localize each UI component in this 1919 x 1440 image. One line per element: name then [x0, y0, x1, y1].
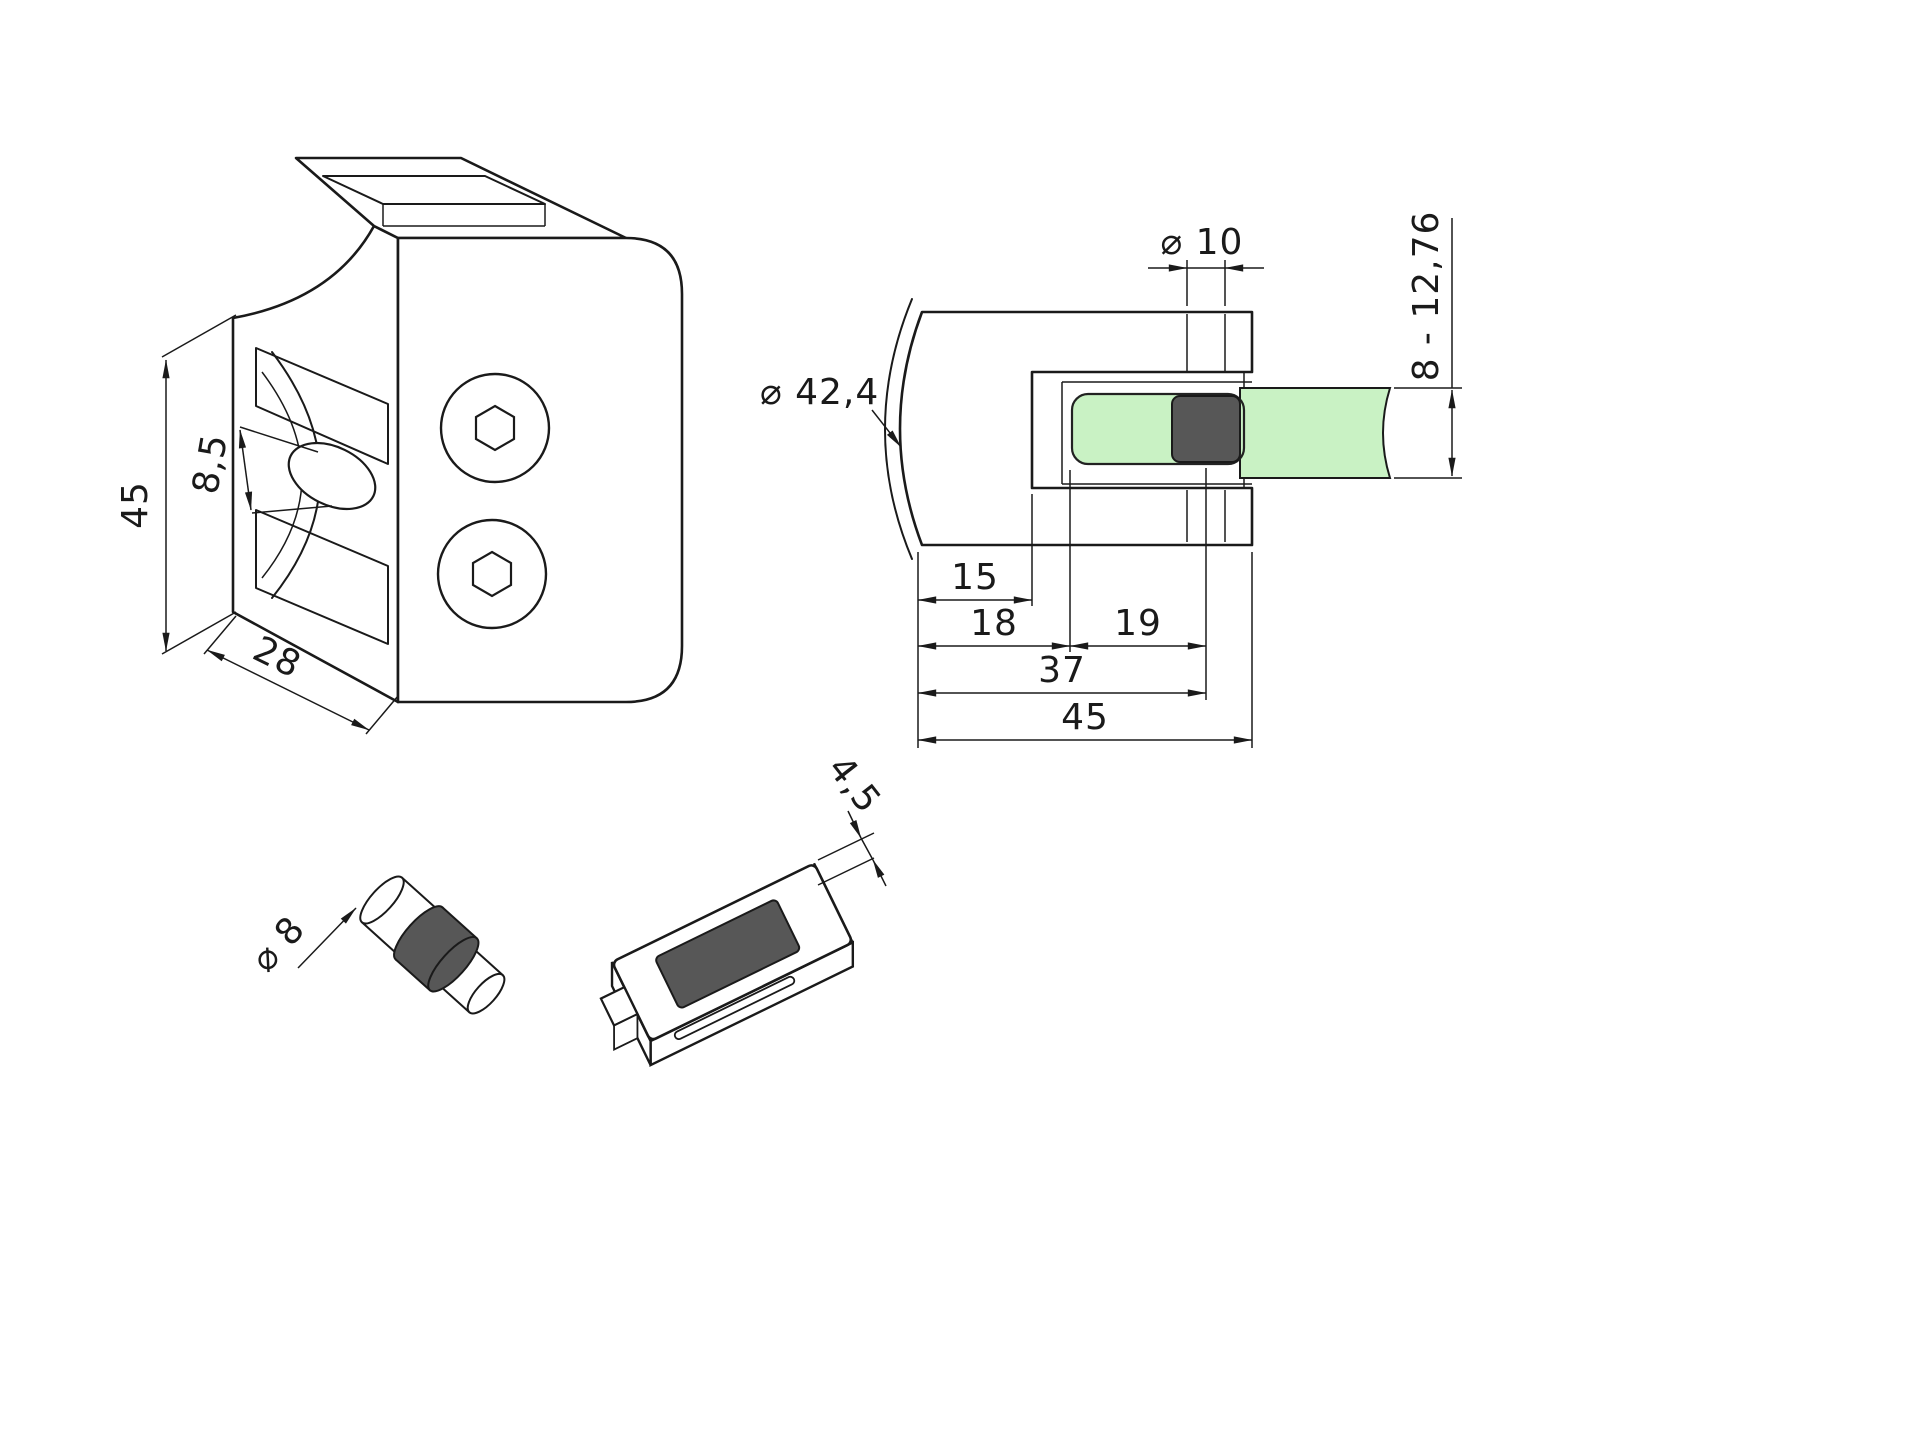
clamp-front-face: [396, 236, 684, 704]
gasket-view: 4,5: [599, 749, 889, 1068]
dim-15-label: 15: [951, 557, 999, 598]
post-break-line: [884, 298, 913, 560]
screw-bottom: [436, 518, 548, 630]
pin-hole: [287, 441, 377, 511]
dim-pin-diameter: ⌀ 8: [243, 907, 357, 980]
gasket-plate-lines: [1061, 372, 1252, 488]
hex-socket-icon: [471, 550, 513, 598]
dim-clamp-height: 45: [115, 314, 237, 655]
dim-19-label: 19: [1114, 603, 1162, 644]
dim-hole-offset-label: 8,5: [185, 431, 236, 497]
gasket-rubber-pad: [655, 899, 801, 1009]
dim-45-width-label: 45: [1061, 697, 1109, 738]
dim-post-diameter-label: ⌀ 42,4: [760, 372, 879, 413]
dim-glass-thickness-label: 8 - 12,76: [1406, 211, 1447, 382]
dim-glass-thickness: 8 - 12,76: [1394, 211, 1462, 479]
dim-gasket-thickness: 4,5: [817, 749, 889, 887]
side-face-cutouts: [255, 347, 389, 645]
gasket-slot: [673, 975, 796, 1041]
top-glass-slot: [322, 175, 546, 227]
dim-clamp-height-label: 45: [115, 481, 156, 529]
dim-pin-hole-diameter-label: ⌀ 10: [1161, 222, 1244, 263]
screw-top: [439, 372, 551, 484]
hex-socket-icon: [474, 404, 516, 452]
section-view: ⌀ 10 ⌀ 42,4 8 - 12,76 15 18: [760, 211, 1462, 748]
isometric-view: 45 8,5 28: [115, 156, 684, 735]
section-bottom-dimensions: 15 18 19 37 45: [917, 468, 1253, 748]
dim-18-label: 18: [970, 603, 1018, 644]
pin-hole-lines: [1186, 314, 1226, 542]
dim-gasket-thickness-label: 4,5: [819, 749, 888, 822]
glass-panel: [1239, 387, 1392, 479]
clamp-body-section: [898, 310, 1254, 547]
pin-view: ⌀ 8: [243, 875, 506, 1015]
dim-pin-diameter-label: ⌀ 8: [243, 909, 313, 980]
dim-37-label: 37: [1038, 650, 1086, 691]
rubber-pin-block: [1171, 395, 1241, 463]
dim-pin-hole-diameter: ⌀ 10: [1148, 222, 1264, 306]
dim-post-diameter: ⌀ 42,4: [760, 372, 902, 448]
